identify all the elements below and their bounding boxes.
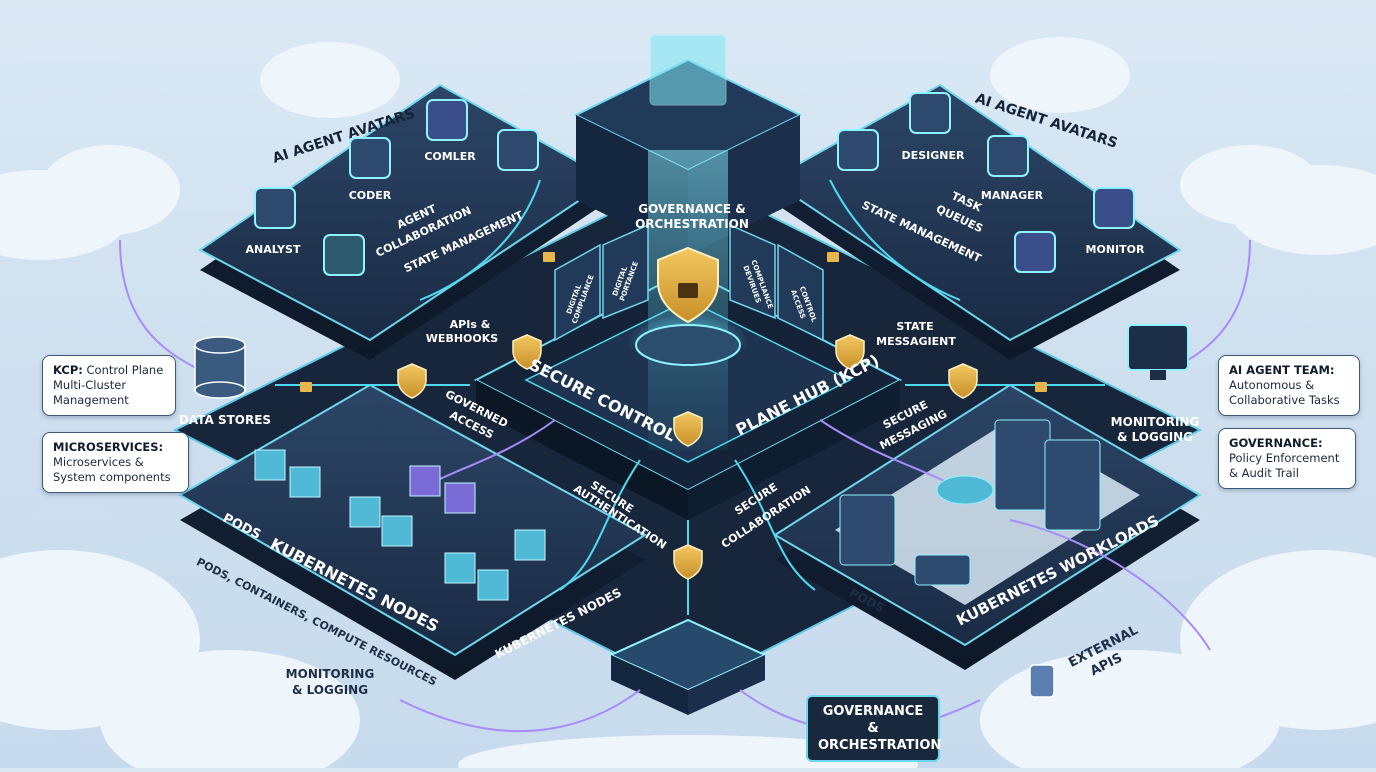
callout-micro-line2: System components — [53, 470, 171, 484]
label-coder: CODER — [349, 189, 392, 202]
callout-micro-line1: Microservices & — [53, 455, 144, 469]
callout-kcp-line3: Management — [53, 393, 129, 407]
server-stacks-right — [839, 419, 1101, 586]
label-analyst: ANALYST — [246, 243, 301, 256]
callout-team-line2: Collaborative Tasks — [1229, 393, 1340, 407]
label-state: STATE — [896, 320, 933, 333]
label-monitoring-right: MONITORING — [1111, 415, 1200, 429]
callout-microservices: MICROSERVICES: Microservices & System co… — [42, 432, 189, 493]
external-lock-icon — [1029, 664, 1055, 698]
callout-micro-head: MICROSERVICES: — [53, 440, 164, 454]
label-monitoring-left: MONITORING — [286, 667, 375, 681]
callout-ai-team: AI AGENT TEAM: Autonomous & Collaborativ… — [1218, 355, 1360, 416]
shield-icon — [657, 246, 719, 324]
label-data-stores: DATA STORES — [179, 413, 271, 427]
governance-orchestration-badge: GOVERNANCE & ORCHESTRATION — [806, 695, 942, 762]
small-shields — [397, 334, 978, 580]
callout-kcp-line2: Multi-Cluster — [53, 378, 127, 392]
callout-gov-head: GOVERNANCE: — [1229, 436, 1323, 450]
connection-lines — [119, 179, 1251, 732]
monitor-icon — [1127, 324, 1189, 380]
hub-governance: GOVERNANCE & — [638, 202, 745, 216]
label-messagient: MESSAGIENT — [876, 335, 956, 348]
callout-team-head: AI AGENT TEAM: — [1229, 363, 1335, 377]
callout-kcp: KCP: Control Plane Multi-Cluster Managem… — [42, 355, 176, 416]
label-logging-left: & LOGGING — [292, 683, 368, 697]
hub-orchestration: ORCHESTRATION — [635, 217, 749, 231]
label-monitor: MONITOR — [1086, 243, 1145, 256]
lock-icons — [300, 252, 1047, 392]
label-manager: MANAGER — [981, 189, 1044, 202]
label-designer: DESIGNER — [902, 149, 965, 162]
label-apis: APIs & — [450, 318, 491, 331]
database-icon — [194, 336, 246, 399]
callout-kcp-head: KCP: — [53, 363, 83, 377]
label-logging-right: & LOGGING — [1117, 430, 1193, 444]
callout-team-line1: Autonomous & — [1229, 378, 1315, 392]
label-comler: COMLER — [424, 150, 476, 163]
callout-gov-line2: & Audit Trail — [1229, 466, 1299, 480]
container-blocks-left — [254, 449, 546, 601]
badge-line1: GOVERNANCE & — [822, 704, 924, 736]
callout-gov-line1: Policy Enforcement — [1229, 451, 1340, 465]
avatar-icons — [254, 92, 1135, 276]
hub-panels — [554, 223, 824, 342]
callout-kcp-line1: Control Plane — [86, 363, 164, 377]
badge-line2: ORCHESTRATION — [818, 738, 942, 753]
clouds — [0, 37, 1376, 772]
callout-governance: GOVERNANCE: Policy Enforcement & Audit T… — [1218, 428, 1356, 489]
label-webhooks: WEBHOOKS — [426, 332, 498, 345]
bottom-cube — [608, 618, 768, 715]
